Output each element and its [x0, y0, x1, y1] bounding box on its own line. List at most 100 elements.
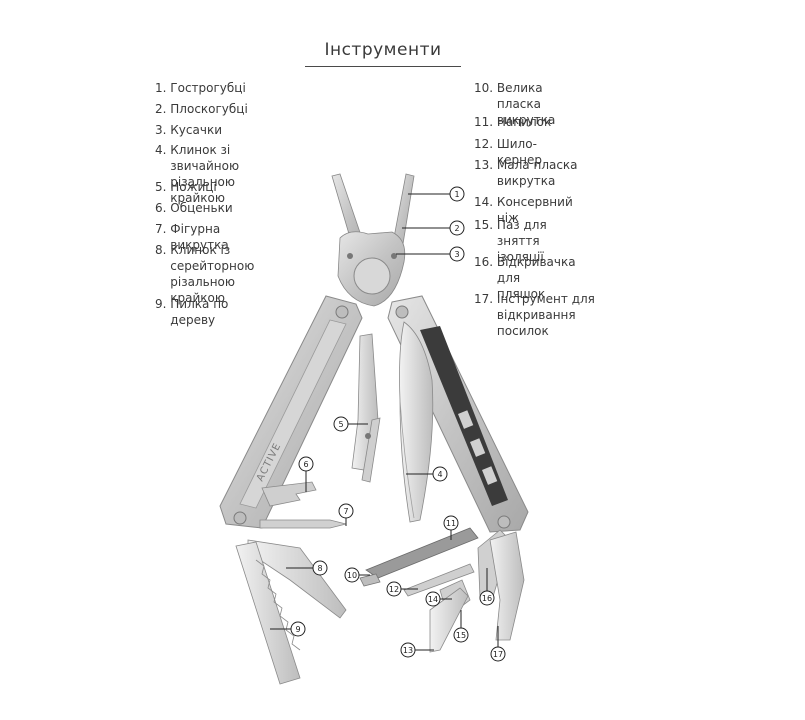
- callout-12: 12: [386, 581, 418, 597]
- callout-number: 6: [303, 460, 308, 469]
- item-label: Інструмент для відкривання посилок: [496, 292, 595, 338]
- callout-number: 7: [343, 507, 348, 516]
- rivet: [497, 515, 511, 529]
- item-number: 11.: [474, 115, 494, 129]
- large-flat-screwdriver: [359, 573, 381, 587]
- rivet: [395, 305, 409, 319]
- callout-number: 10: [347, 571, 357, 580]
- item-number: 1.: [155, 81, 167, 95]
- callout-14: 14: [425, 591, 452, 607]
- list-item: 16. Відкривачка для пляшок: [474, 254, 576, 302]
- item-label: Гострогубці: [170, 81, 246, 95]
- item-label: Пилка по дереву: [170, 297, 229, 327]
- list-item: 8. Клинок із серейторною різальною крайк…: [155, 242, 254, 306]
- callout-6: 6: [298, 456, 314, 492]
- list-item: 14. Консервний ніж: [474, 194, 573, 226]
- item-number: 8.: [155, 243, 167, 257]
- callout-number: 8: [317, 564, 322, 573]
- main-blade: [399, 321, 434, 523]
- item-label: Клинок із серейторною різальною крайкою: [170, 243, 255, 305]
- package-opener: [489, 531, 525, 641]
- item-number: 13.: [474, 158, 494, 172]
- insert-slot: [482, 466, 498, 485]
- callout-9: 9: [270, 621, 306, 637]
- callout-number: 2: [454, 224, 459, 233]
- bottle-opener-tool: [261, 481, 317, 507]
- callout-2: 2: [402, 220, 465, 236]
- list-item: 1. Гострогубці: [155, 80, 246, 96]
- callout-number: 15: [456, 631, 466, 640]
- item-label: Напилок: [496, 115, 552, 129]
- callout-number: 16: [482, 594, 492, 603]
- callout-number: 1: [454, 190, 459, 199]
- callout-number: 12: [389, 585, 399, 594]
- item-label: Ножиці: [170, 180, 217, 194]
- left-handle-channel: [239, 319, 347, 509]
- list-item: 11. Напилок: [474, 114, 551, 130]
- callout-1: 1: [408, 186, 465, 202]
- item-number: 6.: [155, 201, 167, 215]
- insert-slot: [458, 410, 474, 429]
- callout-number: 9: [295, 625, 300, 634]
- item-label: Відкривачка для пляшок: [496, 255, 576, 301]
- item-number: 7.: [155, 222, 167, 236]
- wood-saw: [235, 541, 301, 685]
- list-item: 12. Шило-кернер: [474, 136, 542, 168]
- item-number: 3.: [155, 123, 167, 137]
- callout-8: 8: [286, 560, 328, 576]
- item-number: 10.: [474, 81, 494, 95]
- diagram-title: Інструменти: [324, 40, 442, 60]
- pliers-jaws: [331, 173, 415, 307]
- title-underline: [305, 66, 461, 67]
- list-item: 17. Інструмент для відкривання посилок: [474, 291, 595, 339]
- scissors: [351, 333, 381, 483]
- item-label: Паз для зняття ізоляції: [496, 218, 547, 264]
- phillips-screwdriver: [259, 519, 347, 529]
- item-number: 2.: [155, 102, 167, 116]
- list-item: 4. Клинок зі звичайною різальною крайкою: [155, 142, 239, 206]
- callout-number: 17: [493, 650, 503, 659]
- pivot-rivet: [391, 253, 397, 259]
- item-label: Велика пласка викрутка: [496, 81, 556, 127]
- list-item: 9. Пилка по дереву: [155, 296, 228, 328]
- list-item: 2. Плоскогубці: [155, 101, 248, 117]
- small-flat-screwdriver: [429, 587, 469, 653]
- item-number: 16.: [474, 255, 494, 269]
- pivot-rivet: [347, 253, 353, 259]
- item-number: 9.: [155, 297, 167, 311]
- item-number: 15.: [474, 218, 494, 232]
- item-label: Обценьки: [170, 201, 233, 215]
- awl-tool: [403, 563, 475, 597]
- list-item: 15. Паз для зняття ізоляції: [474, 217, 547, 265]
- list-item: 10. Велика пласка викрутка: [474, 80, 555, 128]
- list-item: 5. Ножиці: [155, 179, 217, 195]
- item-label: Плоскогубці: [170, 102, 248, 116]
- callout-number: 3: [454, 250, 459, 259]
- callouts: 1 2 3 4 5 6 7: [270, 186, 506, 662]
- saw-teeth: [255, 559, 301, 651]
- rivet: [233, 511, 247, 525]
- rivet: [335, 305, 349, 319]
- callout-17: 17: [490, 626, 506, 662]
- item-label: Фігурна викрутка: [170, 222, 229, 252]
- callout-number: 4: [437, 470, 442, 479]
- callout-11: 11: [443, 515, 459, 540]
- item-label: Клинок зі звичайною різальною крайкою: [170, 143, 240, 205]
- callout-15: 15: [453, 610, 469, 643]
- list-item: 3. Кусачки: [155, 122, 222, 138]
- callout-number: 13: [403, 646, 413, 655]
- callout-number: 14: [428, 595, 438, 604]
- list-item: 6. Обценьки: [155, 200, 233, 216]
- right-tools: [359, 527, 525, 653]
- item-number: 12.: [474, 137, 494, 151]
- callout-number: 5: [338, 420, 343, 429]
- left-tools: [235, 481, 347, 685]
- item-label: Кусачки: [170, 123, 222, 137]
- insert-slot: [470, 438, 486, 457]
- callout-16: 16: [479, 568, 495, 606]
- item-number: 17.: [474, 292, 494, 306]
- callout-4: 4: [406, 466, 448, 482]
- list-item: 13. Мала пласка викрутка: [474, 157, 578, 189]
- item-number: 5.: [155, 180, 167, 194]
